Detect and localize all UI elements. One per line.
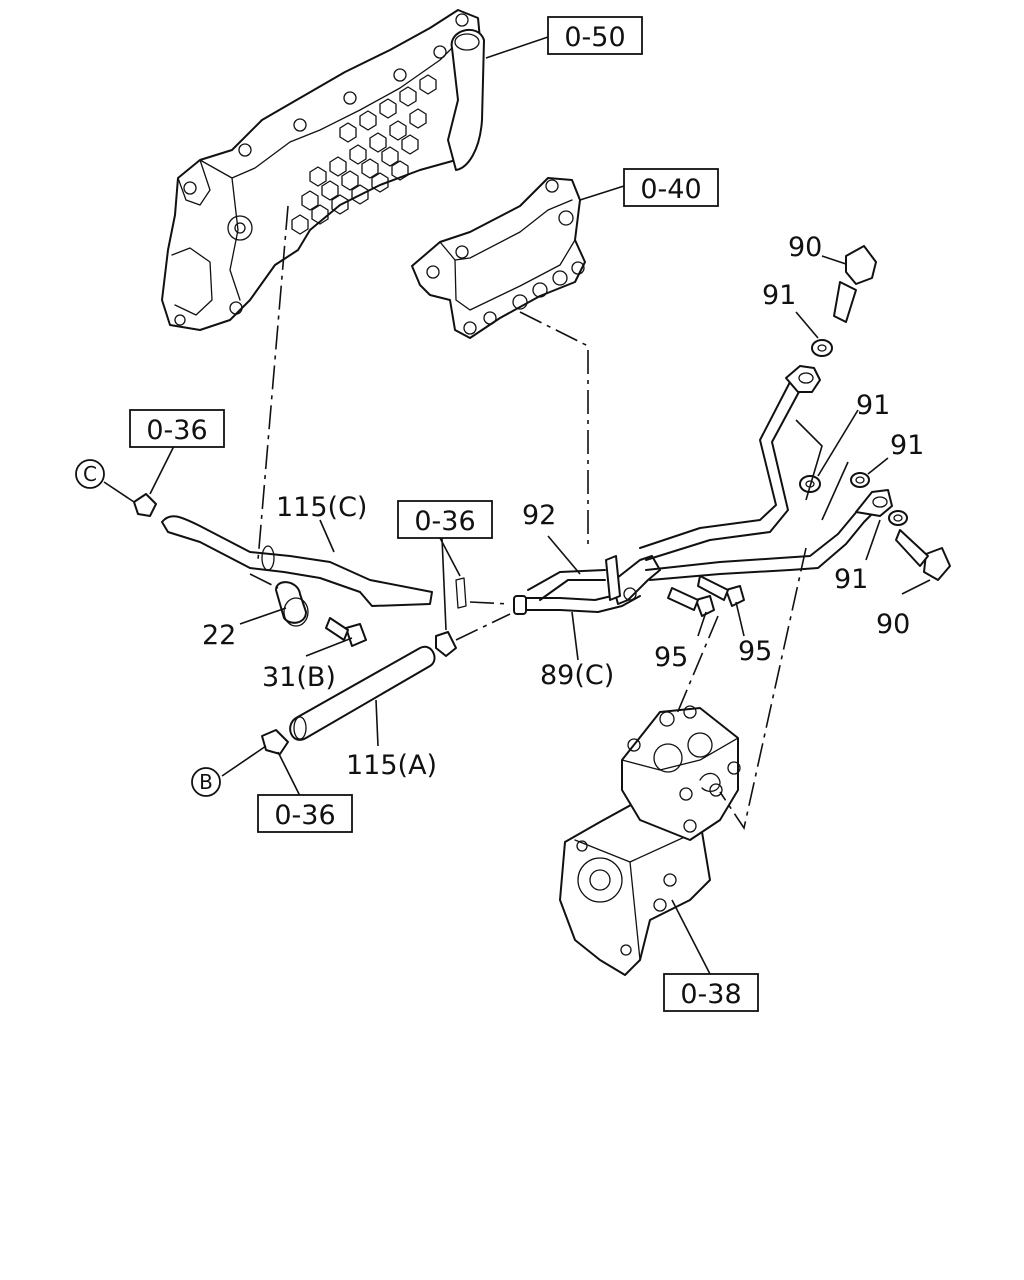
ref-box-0-40[interactable]: 0-40 xyxy=(623,168,719,207)
washers-bolts xyxy=(133,245,951,755)
pipe-set xyxy=(639,365,893,581)
callout-91-right: 91 xyxy=(890,430,924,461)
ref-box-0-36-mid[interactable]: 0-36 xyxy=(397,500,493,539)
air-compressor xyxy=(559,705,741,976)
callout-22: 22 xyxy=(202,620,236,651)
ref-0-36-bottom-label: 0-36 xyxy=(274,800,335,831)
pipe-89c xyxy=(513,555,661,615)
bracket-assembly xyxy=(411,177,586,339)
alignment-lines xyxy=(249,205,807,831)
callout-89c: 89(C) xyxy=(540,660,614,691)
ref-box-0-36-bottom[interactable]: 0-36 xyxy=(257,794,353,833)
callout-95-right: 95 xyxy=(738,636,772,667)
callout-91-low: 91 xyxy=(834,564,868,595)
connector-b: B xyxy=(191,767,221,797)
callout-90-bottom: 90 xyxy=(876,609,910,640)
ref-0-40-label: 0-40 xyxy=(640,174,701,205)
ref-box-0-50[interactable]: 0-50 xyxy=(547,16,643,55)
ref-0-38-label: 0-38 xyxy=(680,979,741,1010)
callout-91-top: 91 xyxy=(762,280,796,311)
ref-box-0-38[interactable]: 0-38 xyxy=(663,973,759,1012)
connector-c-label: C xyxy=(83,462,97,486)
callout-90-top: 90 xyxy=(788,232,822,263)
callout-92: 92 xyxy=(522,500,556,531)
connector-c: C xyxy=(75,459,105,489)
ref-0-50-label: 0-50 xyxy=(564,22,625,53)
ref-0-36-mid-label: 0-36 xyxy=(414,506,475,537)
connector-b-label: B xyxy=(199,770,213,794)
ref-0-36-left-label: 0-36 xyxy=(146,415,207,446)
leader-lines xyxy=(103,36,931,975)
callout-115c: 115(C) xyxy=(276,492,367,523)
ref-box-0-36-left[interactable]: 0-36 xyxy=(129,409,225,448)
callout-115a: 115(A) xyxy=(346,750,437,781)
callout-91-mid: 91 xyxy=(856,390,890,421)
intake-manifold xyxy=(161,9,485,331)
callout-95-left: 95 xyxy=(654,642,688,673)
hoses xyxy=(161,515,436,741)
callout-31b: 31(B) xyxy=(262,662,336,693)
